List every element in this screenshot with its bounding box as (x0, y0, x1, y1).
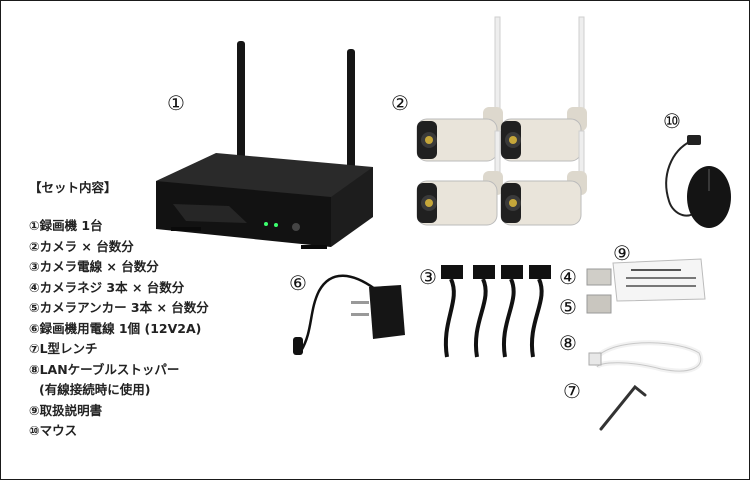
l-wrench-illustration (599, 384, 647, 431)
list-item: ④カメラネジ 3本 × 台数分 (29, 279, 185, 295)
camera-illustration (500, 130, 587, 226)
list-item: ③カメラ電線 × 台数分 (29, 259, 159, 274)
list-item: ②カメラ × 台数分 (29, 238, 134, 254)
marker-anchors: ⑤ (559, 295, 577, 319)
marker-mouse: ⑩ (663, 109, 681, 133)
list-item: ①録画機 1台 (29, 218, 103, 233)
camera-cables-illustration (441, 265, 551, 358)
marker-cameras: ② (391, 91, 409, 115)
set-contents-heading: 【セット内容】 (29, 180, 117, 195)
camera-illustration (416, 16, 503, 162)
manual-illustration (612, 258, 706, 302)
marker-lan-stopper: ⑧ (559, 331, 577, 355)
anchors-illustration (586, 294, 612, 314)
mouse-illustration (665, 135, 731, 228)
marker-camera-cables: ③ (419, 265, 437, 289)
marker-wrench: ⑦ (563, 379, 581, 403)
list-item: ⑥録画機用電線 1個 (12V2A) (29, 320, 202, 336)
camera-illustration-set (416, 16, 587, 226)
list-item: ⑨取扱説明書 (29, 402, 103, 418)
marker-screws: ④ (559, 265, 577, 289)
camera-illustration (416, 130, 503, 226)
list-item-note: (有線接続時に使用) (39, 382, 151, 397)
screws-illustration (586, 268, 612, 286)
list-item: ⑦L型レンチ (29, 341, 98, 356)
lan-cable-illustration (588, 340, 704, 374)
list-item: ⑧LANケーブルストッパー (29, 361, 180, 377)
nvr-recorder-illustration (156, 41, 373, 249)
power-adapter-illustration (293, 274, 405, 355)
set-contents-list: 【セット内容】 ①録画機 1台 ②カメラ × 台数分 ③カメラ電線 × 台数分 … (29, 177, 209, 442)
marker-recorder: ① (167, 91, 185, 115)
camera-illustration (500, 16, 587, 162)
list-item: ⑤カメラアンカー 3本 × 台数分 (29, 300, 209, 315)
marker-manual: ⑨ (613, 241, 631, 265)
marker-adapter: ⑥ (289, 271, 307, 295)
list-item: ⑩マウス (29, 423, 78, 438)
